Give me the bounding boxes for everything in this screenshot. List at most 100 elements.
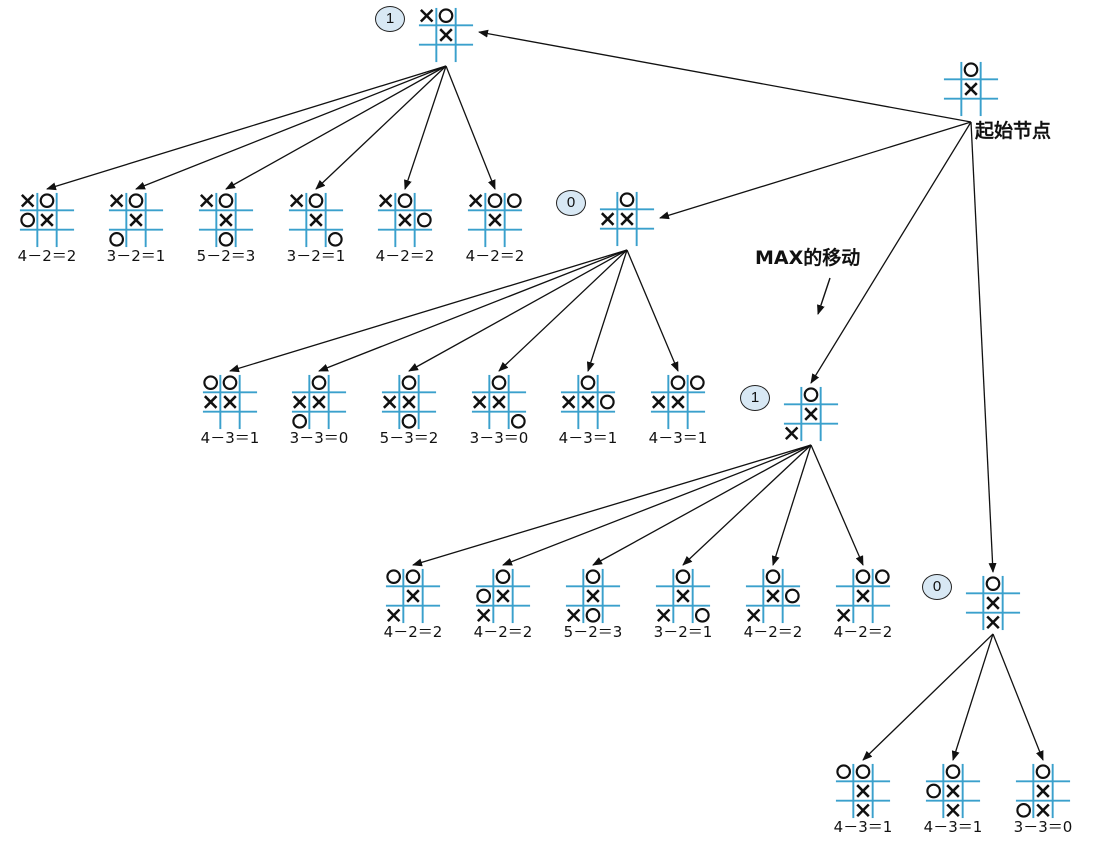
o-mark: [836, 764, 852, 780]
board-node-a5: [376, 191, 434, 249]
x-mark: [488, 213, 502, 227]
x-mark: [986, 596, 1000, 610]
o-mark: [405, 569, 421, 585]
evaluation-label: 3－2＝1: [653, 623, 713, 641]
evaluation-label: 3－2＝1: [106, 247, 166, 265]
edge-n2-to-b2: [318, 249, 628, 372]
x-mark: [378, 193, 393, 208]
x-mark: [766, 589, 780, 603]
board-node-b2: [290, 373, 348, 431]
max-move-pointer-arrow: [817, 277, 831, 315]
x-mark: [964, 82, 978, 96]
o-mark: [416, 212, 432, 228]
board-node-n2: [598, 190, 656, 248]
x-mark: [496, 589, 510, 603]
o-mark: [855, 764, 871, 780]
x-mark: [292, 395, 307, 409]
x-mark: [946, 784, 960, 798]
start-node-label: 起始节点: [975, 120, 1052, 142]
x-mark: [289, 193, 304, 208]
edge-root-to-n4: [970, 121, 997, 573]
x-mark: [856, 803, 870, 818]
edge-n4-to-d2: [951, 633, 994, 761]
board-node-d1: [834, 762, 892, 820]
edge-n3-to-c5: [771, 444, 812, 566]
edge-n3-to-c2: [502, 444, 812, 566]
edge-n2-to-b5: [586, 249, 628, 372]
evaluation-label: 4－2＝2: [833, 623, 893, 641]
x-mark: [468, 193, 483, 208]
evaluation-label: 4－3＝1: [833, 818, 893, 836]
board-node-c6: [834, 567, 892, 625]
o-mark: [476, 588, 492, 604]
o-mark: [945, 764, 961, 780]
board-node-n3: [782, 385, 840, 443]
edge-n2-to-b6: [626, 249, 679, 372]
x-mark: [804, 407, 818, 421]
x-mark: [656, 608, 671, 623]
board-node-a4: [287, 191, 345, 249]
x-mark: [20, 193, 35, 208]
board-node-n1: [417, 6, 475, 64]
x-mark: [476, 608, 491, 623]
evaluation-label: 4－3＝1: [558, 429, 618, 447]
x-mark: [223, 395, 237, 409]
x-mark: [581, 395, 595, 409]
o-mark: [985, 576, 1001, 592]
x-mark: [398, 213, 412, 227]
o-mark: [222, 375, 238, 391]
board-node-a6: [466, 191, 524, 249]
minimax-value-badge: 1: [375, 6, 405, 32]
edge-root-to-n1: [478, 29, 972, 123]
o-mark: [1016, 802, 1032, 818]
x-mark: [472, 395, 487, 409]
o-mark: [39, 193, 55, 209]
evaluation-label: 5－2＝3: [196, 247, 256, 265]
o-mark: [506, 193, 522, 209]
board-node-b6: [649, 373, 707, 431]
x-mark: [600, 212, 615, 226]
o-mark: [874, 569, 890, 585]
x-mark: [309, 213, 323, 227]
o-mark: [510, 413, 526, 429]
board-node-c5: [744, 567, 802, 625]
board-node-c2: [474, 567, 532, 625]
evaluation-label: 4－2＝2: [473, 623, 533, 641]
o-mark: [585, 607, 601, 623]
edge-n2-to-b1: [229, 249, 628, 373]
o-mark: [397, 193, 413, 209]
x-mark: [439, 28, 453, 42]
x-mark: [1036, 784, 1050, 798]
o-mark: [855, 569, 871, 585]
minimax-value-badge: 0: [922, 574, 952, 600]
o-mark: [401, 413, 417, 429]
x-mark: [419, 8, 434, 23]
edge-n1-to-a3: [225, 65, 447, 190]
evaluation-label: 3－3＝0: [289, 429, 349, 447]
x-mark: [40, 213, 54, 227]
x-mark: [746, 608, 761, 623]
evaluation-label: 4－3＝1: [923, 818, 983, 836]
x-mark: [586, 589, 600, 603]
x-mark: [856, 784, 870, 798]
edge-n1-to-a5: [404, 65, 447, 190]
o-mark: [694, 607, 710, 623]
board-node-c4: [654, 567, 712, 625]
board-node-d2: [924, 762, 982, 820]
o-mark: [670, 375, 686, 391]
evaluation-label: 4－2＝2: [465, 247, 525, 265]
o-mark: [491, 375, 507, 391]
o-mark: [292, 413, 308, 429]
o-mark: [495, 569, 511, 585]
evaluation-label: 4－3＝1: [648, 429, 708, 447]
x-mark: [671, 395, 685, 409]
x-mark: [203, 395, 218, 409]
o-mark: [20, 212, 36, 228]
o-mark: [599, 394, 615, 410]
edge-n3-to-c3: [592, 444, 812, 566]
o-mark: [580, 375, 596, 391]
o-mark: [1035, 764, 1051, 780]
edge-n4-to-d1: [862, 633, 994, 761]
evaluation-label: 5－3＝2: [379, 429, 439, 447]
